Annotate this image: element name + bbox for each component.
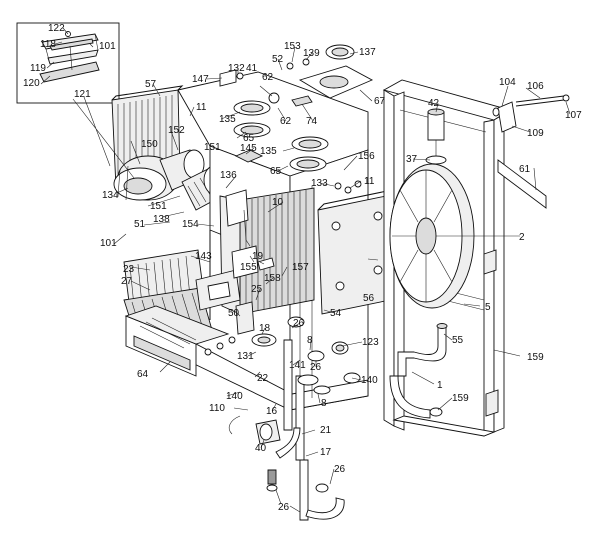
part-label-140: 140	[226, 391, 243, 402]
part-label-52: 52	[272, 54, 284, 65]
expansion-vessel	[389, 108, 475, 309]
part-label-159: 159	[527, 352, 544, 363]
part-label-139: 139	[303, 48, 320, 59]
part-label-65: 65	[243, 133, 255, 144]
part-label-11: 11	[196, 102, 207, 113]
part-label-157: 157	[292, 262, 309, 273]
part-label-64: 64	[137, 369, 149, 380]
part-label-155: 155	[240, 262, 257, 273]
part-label-101: 101	[100, 238, 117, 249]
part-label-26: 26	[334, 464, 346, 475]
leader-lines	[40, 27, 571, 513]
part-label-121: 121	[74, 89, 91, 100]
part-label-150: 150	[141, 139, 158, 150]
part-label-8: 8	[321, 398, 327, 409]
part-label-143: 143	[195, 251, 212, 262]
part-label-50: 50	[228, 308, 240, 319]
part-label-158: 158	[264, 273, 281, 284]
part-label-40: 40	[255, 443, 267, 454]
part-label-145: 145	[240, 143, 257, 154]
pipes	[251, 316, 345, 521]
part-label-51: 51	[134, 219, 146, 230]
part-label-137: 137	[359, 47, 376, 58]
part-label-26: 26	[293, 318, 305, 329]
part-label-67: 67	[374, 96, 386, 107]
part-label-147: 147	[192, 74, 209, 85]
part-label-110: 110	[209, 403, 225, 414]
part-label-134: 134	[102, 190, 119, 201]
inset-detail	[16, 22, 120, 104]
part-label-8: 8	[307, 335, 313, 346]
part-label-152: 152	[168, 125, 185, 136]
part-label-21: 21	[320, 425, 332, 436]
part-label-138: 138	[153, 214, 170, 225]
part-label-74: 74	[306, 116, 318, 127]
part-label-23: 23	[123, 264, 135, 275]
part-label-107: 107	[565, 110, 582, 121]
part-label-62: 62	[280, 116, 292, 127]
part-label-17: 17	[320, 447, 332, 458]
part-label-122: 122	[48, 23, 65, 34]
part-label-2: 2	[519, 232, 525, 243]
part-label-154: 154	[182, 219, 199, 230]
part-label-136: 136	[220, 170, 237, 181]
part-label-140: 140	[361, 375, 378, 386]
part-label-101: 101	[99, 41, 116, 52]
part-label-41: 41	[246, 63, 258, 74]
part-label-133: 133	[311, 178, 328, 189]
part-label-118: 118	[40, 39, 56, 50]
part-label-61: 61	[519, 164, 531, 175]
part-label-109: 109	[527, 128, 544, 139]
part-label-57: 57	[145, 79, 157, 90]
part-label-106: 106	[527, 81, 544, 92]
part-label-153: 153	[284, 41, 301, 52]
part-label-156: 156	[358, 151, 375, 162]
part-label-55: 55	[452, 335, 464, 346]
part-label-151: 151	[204, 142, 221, 153]
side-cover-panel	[317, 189, 394, 315]
part-label-120: 120	[23, 78, 40, 89]
top-right-parts	[492, 94, 570, 133]
part-label-151: 151	[150, 201, 167, 212]
part-label-62: 62	[262, 72, 274, 83]
part-label-11: 11	[364, 176, 375, 187]
part-label-19: 19	[252, 251, 264, 262]
part-label-131: 131	[237, 351, 254, 362]
part-label-18: 18	[259, 323, 271, 334]
part-label-135: 135	[260, 146, 277, 157]
part-label-37: 37	[406, 154, 418, 165]
part-label-22: 22	[257, 373, 269, 384]
part-label-135: 135	[219, 114, 236, 125]
part-label-123: 123	[362, 337, 379, 348]
part-label-26: 26	[278, 502, 290, 513]
part-label-56: 56	[363, 293, 375, 304]
part-label-141: 141	[289, 360, 306, 371]
part-label-65: 65	[270, 166, 282, 177]
part-label-16: 16	[266, 406, 278, 417]
rear-frame	[382, 79, 547, 437]
part-label-25: 25	[251, 284, 263, 295]
part-label-42: 42	[428, 98, 440, 109]
part-label-1: 1	[437, 380, 443, 391]
gas-valve	[228, 415, 281, 485]
manifold-tray	[124, 305, 236, 377]
part-label-104: 104	[499, 77, 516, 88]
top-small-parts	[219, 44, 374, 335]
part-label-10: 10	[272, 197, 284, 208]
return-pipe	[389, 323, 448, 419]
part-label-5: 5	[485, 302, 491, 313]
part-label-119: 119	[30, 63, 46, 74]
fan-assembly	[113, 149, 205, 201]
part-label-27: 27	[121, 276, 133, 287]
part-label-132: 132	[228, 63, 245, 74]
part-label-54: 54	[330, 308, 342, 319]
part-label-159: 159	[452, 393, 469, 404]
part-label-26: 26	[310, 362, 322, 373]
